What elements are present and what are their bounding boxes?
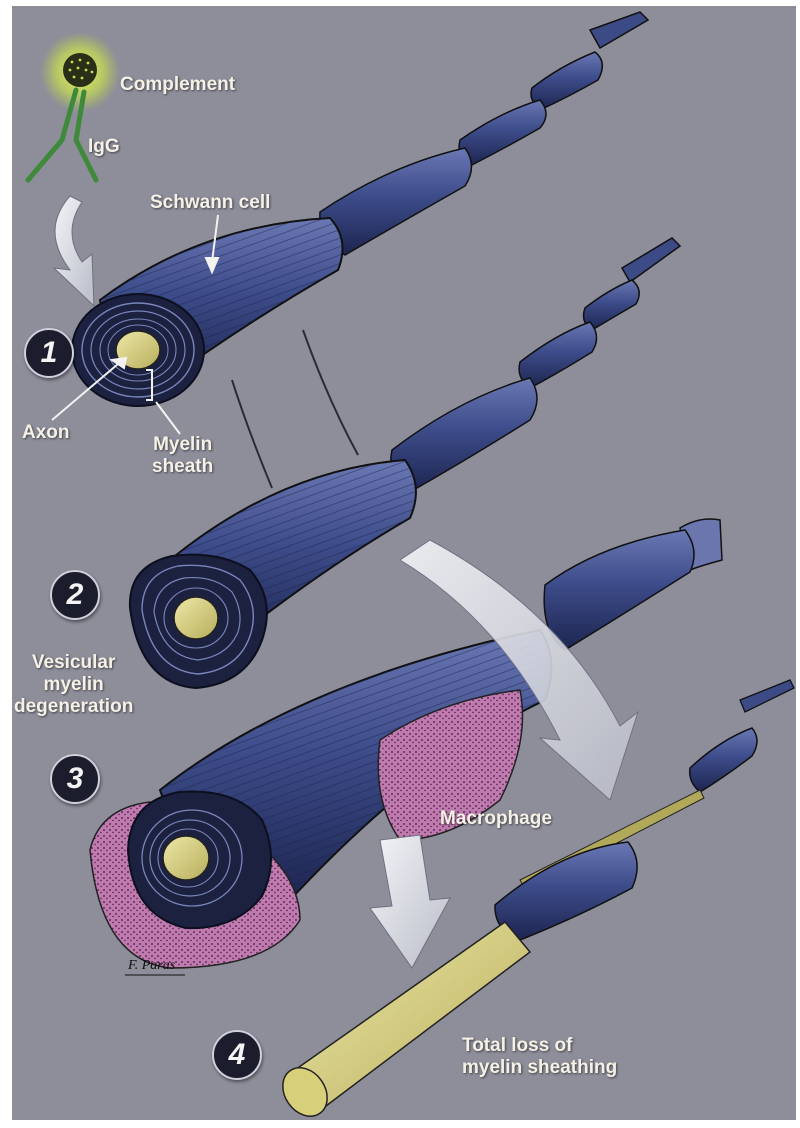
- myelin-degeneration-illustration: Complement IgG Schwann cell Axon Myelin …: [0, 0, 800, 1123]
- label-pointers: [0, 0, 800, 1123]
